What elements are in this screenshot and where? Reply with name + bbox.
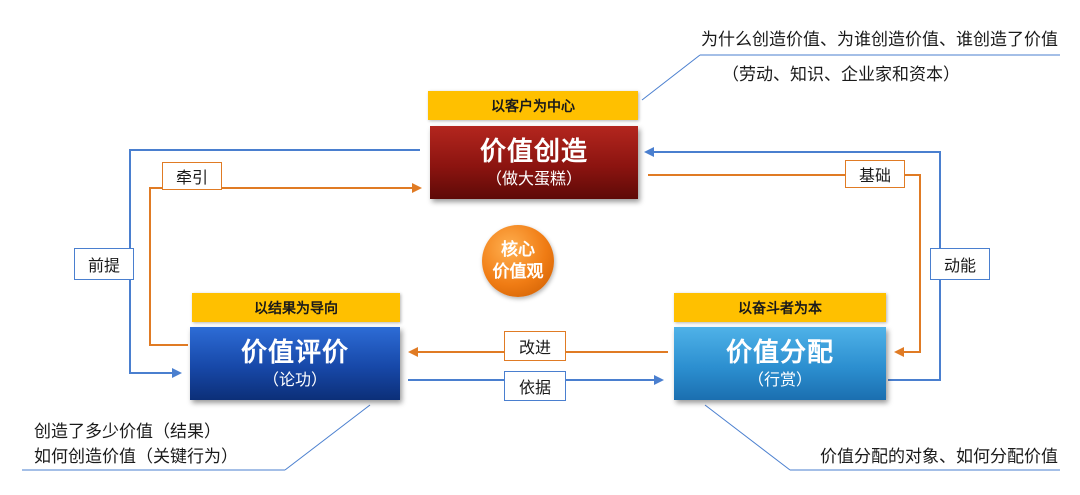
value-evaluation-box: 价值评价 （论功） — [190, 327, 400, 400]
note-bottom-left-line2: 如何创造价值（关键行为） — [34, 447, 238, 467]
tag-striver-based: 以奋斗者为本 — [674, 293, 886, 322]
core-values-line1: 核心 — [501, 240, 535, 260]
value-creation-box: 价值创造 （做大蛋糕） — [430, 126, 638, 199]
note-top-line1: 为什么创造价值、为谁创造价值、谁创造了价值 — [701, 30, 1058, 50]
callout-line-bottom-right — [704, 404, 791, 471]
label-foundation: 基础 — [845, 160, 905, 188]
callout-line-top — [641, 54, 701, 101]
tag-customer-centric: 以客户为中心 — [428, 91, 638, 120]
value-creation-title: 价值创造 — [479, 136, 588, 167]
value-distribution-box: 价值分配 （行赏） — [674, 327, 886, 400]
value-evaluation-subtitle: （论功） — [262, 369, 327, 389]
value-distribution-title: 价值分配 — [725, 337, 834, 368]
label-premise: 前提 — [74, 248, 134, 280]
label-pull: 牵引 — [162, 162, 222, 190]
core-values-line2: 价值观 — [492, 262, 544, 282]
value-distribution-subtitle: （行赏） — [747, 369, 812, 389]
tag-result-oriented: 以结果为导向 — [192, 293, 400, 322]
label-improve: 改进 — [504, 331, 566, 361]
label-drive: 动能 — [930, 248, 990, 280]
note-top-line2: （劳动、知识、企业家和资本） — [722, 65, 960, 85]
arrow-pull — [149, 183, 422, 346]
note-bottom-right: 价值分配的对象、如何分配价值 — [820, 447, 1058, 467]
value-creation-subtitle: （做大蛋糕） — [485, 168, 582, 188]
label-basis: 依据 — [504, 371, 566, 401]
callout-line-bottom-left — [284, 404, 371, 471]
note-bottom-left-line1: 创造了多少价值（结果） — [34, 422, 221, 442]
value-evaluation-title: 价值评价 — [240, 337, 349, 368]
arrow-foundation — [648, 174, 921, 357]
core-values-circle: 核心 价值观 — [482, 225, 554, 297]
